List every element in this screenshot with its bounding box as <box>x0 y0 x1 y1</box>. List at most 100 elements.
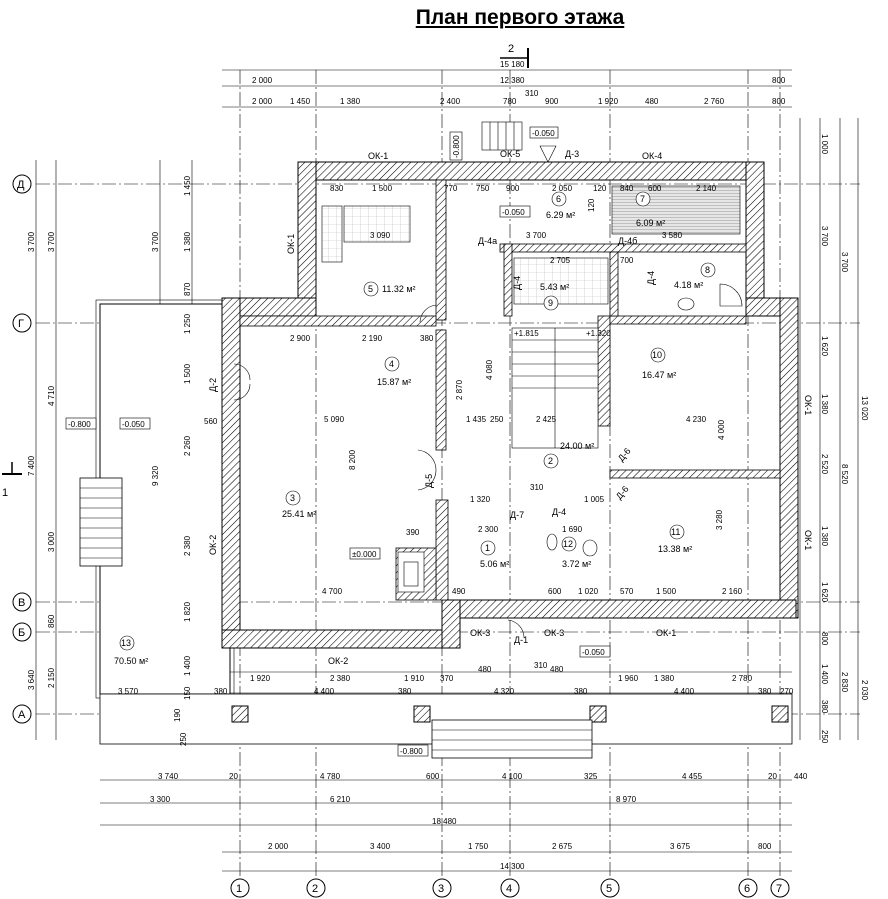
svg-text:2 830: 2 830 <box>840 672 849 693</box>
kitchen-side <box>321 205 343 263</box>
svg-text:ОК-2: ОК-2 <box>208 535 218 555</box>
svg-text:3 400: 3 400 <box>370 842 391 851</box>
svg-text:3 675: 3 675 <box>670 842 691 851</box>
svg-text:10: 10 <box>652 350 662 360</box>
svg-text:Д-3: Д-3 <box>565 149 579 159</box>
svg-text:1: 1 <box>236 883 242 895</box>
svg-text:7: 7 <box>776 883 782 895</box>
svg-text:840: 840 <box>620 184 634 193</box>
svg-text:370: 370 <box>440 674 454 683</box>
svg-text:800: 800 <box>758 842 772 851</box>
svg-text:1 450: 1 450 <box>290 97 311 106</box>
svg-text:11.32 м²: 11.32 м² <box>382 284 416 294</box>
svg-text:1 500: 1 500 <box>372 184 393 193</box>
svg-text:4: 4 <box>506 883 512 895</box>
svg-text:18 480: 18 480 <box>432 817 457 826</box>
svg-text:4 100: 4 100 <box>502 772 523 781</box>
svg-text:12: 12 <box>563 539 573 549</box>
svg-text:600: 600 <box>548 587 562 596</box>
svg-text:190: 190 <box>173 708 182 722</box>
section-mark-left: 1 <box>2 462 22 499</box>
svg-text:3 000: 3 000 <box>47 531 56 552</box>
svg-text:-0.050: -0.050 <box>122 420 145 429</box>
svg-text:6: 6 <box>556 194 561 204</box>
svg-text:5: 5 <box>606 883 612 895</box>
svg-text:7: 7 <box>640 194 645 204</box>
svg-text:3 570: 3 570 <box>118 687 139 696</box>
svg-text:3 640: 3 640 <box>27 669 36 690</box>
svg-text:2 260: 2 260 <box>183 435 192 456</box>
terrace: -0.800 -0.050 <box>65 299 235 699</box>
svg-text:600: 600 <box>648 184 662 193</box>
svg-text:3 300: 3 300 <box>150 795 171 804</box>
svg-text:20: 20 <box>768 772 777 781</box>
svg-text:4 400: 4 400 <box>314 687 335 696</box>
svg-text:560: 560 <box>204 417 218 426</box>
svg-text:3 580: 3 580 <box>662 231 683 240</box>
svg-text:480: 480 <box>550 665 564 674</box>
svg-text:860: 860 <box>47 614 56 628</box>
svg-text:13: 13 <box>121 638 131 648</box>
svg-text:250: 250 <box>179 732 188 746</box>
page-title: План первого этажа <box>415 6 625 29</box>
exterior-walls <box>221 161 799 649</box>
svg-text:1 400: 1 400 <box>820 664 829 685</box>
svg-text:830: 830 <box>330 184 344 193</box>
svg-text:6.29 м²: 6.29 м² <box>546 210 575 220</box>
svg-text:4 320: 4 320 <box>494 687 515 696</box>
svg-text:480: 480 <box>478 665 492 674</box>
dims-bottom: 1 920 2 380 1 910 370 480 310 480 1 960 … <box>118 661 808 871</box>
axis-bubbles-left: Д Г В Б А <box>12 174 32 724</box>
svg-text:1: 1 <box>2 487 8 499</box>
svg-text:600: 600 <box>426 772 440 781</box>
svg-text:Г: Г <box>18 318 24 330</box>
svg-text:24.00 м²: 24.00 м² <box>560 441 594 451</box>
svg-text:1 960: 1 960 <box>618 674 639 683</box>
svg-text:2 030: 2 030 <box>860 680 869 701</box>
svg-text:ОК-3: ОК-3 <box>470 628 490 638</box>
svg-text:2: 2 <box>508 43 514 55</box>
dims-top: 15 180 2 000 12 380 800 310 2 000 1 450 … <box>252 60 786 106</box>
svg-text:310: 310 <box>534 661 548 670</box>
svg-text:2 000: 2 000 <box>268 842 289 851</box>
kitchen-counter <box>343 205 411 243</box>
svg-text:1 690: 1 690 <box>562 525 583 534</box>
svg-text:8 200: 8 200 <box>348 449 357 470</box>
dims-right: 3 700 13 020 8 520 2 830 2 030 1 000 3 7… <box>820 134 869 744</box>
svg-text:7 400: 7 400 <box>27 455 36 476</box>
svg-text:4 780: 4 780 <box>320 772 341 781</box>
svg-text:570: 570 <box>620 587 634 596</box>
level-marks: -0.050 -0.050 -0.050 ±0.000 +1.815 +1.32… <box>349 126 611 658</box>
svg-text:1 910: 1 910 <box>404 674 425 683</box>
svg-text:13.38 м²: 13.38 м² <box>658 544 692 554</box>
svg-text:Д-4: Д-4 <box>512 276 522 290</box>
svg-text:480: 480 <box>645 97 659 106</box>
svg-text:ОК-5: ОК-5 <box>500 149 520 159</box>
svg-text:-0.050: -0.050 <box>582 648 605 657</box>
svg-text:11: 11 <box>671 527 680 537</box>
svg-text:2 380: 2 380 <box>330 674 351 683</box>
svg-text:1 920: 1 920 <box>250 674 271 683</box>
svg-text:ОК-1: ОК-1 <box>803 395 813 415</box>
fixtures <box>397 283 743 593</box>
svg-text:750: 750 <box>476 184 490 193</box>
svg-text:1 820: 1 820 <box>183 601 192 622</box>
svg-text:4 700: 4 700 <box>322 587 343 596</box>
svg-text:1 400: 1 400 <box>183 655 192 676</box>
svg-text:1 920: 1 920 <box>598 97 619 106</box>
svg-text:380: 380 <box>574 687 588 696</box>
svg-text:6 210: 6 210 <box>330 795 351 804</box>
svg-text:2 780: 2 780 <box>732 674 753 683</box>
svg-text:900: 900 <box>545 97 559 106</box>
svg-text:2 380: 2 380 <box>183 535 192 556</box>
svg-text:1 380: 1 380 <box>340 97 361 106</box>
svg-text:780: 780 <box>503 97 517 106</box>
svg-text:В: В <box>18 597 25 609</box>
svg-text:5.43 м²: 5.43 м² <box>540 282 569 292</box>
svg-text:ОК-1: ОК-1 <box>803 530 813 550</box>
svg-text:9 320: 9 320 <box>151 465 160 486</box>
svg-text:2 675: 2 675 <box>552 842 573 851</box>
svg-text:12 380: 12 380 <box>500 76 525 85</box>
svg-text:900: 900 <box>506 184 520 193</box>
svg-text:Д-4: Д-4 <box>552 507 566 517</box>
